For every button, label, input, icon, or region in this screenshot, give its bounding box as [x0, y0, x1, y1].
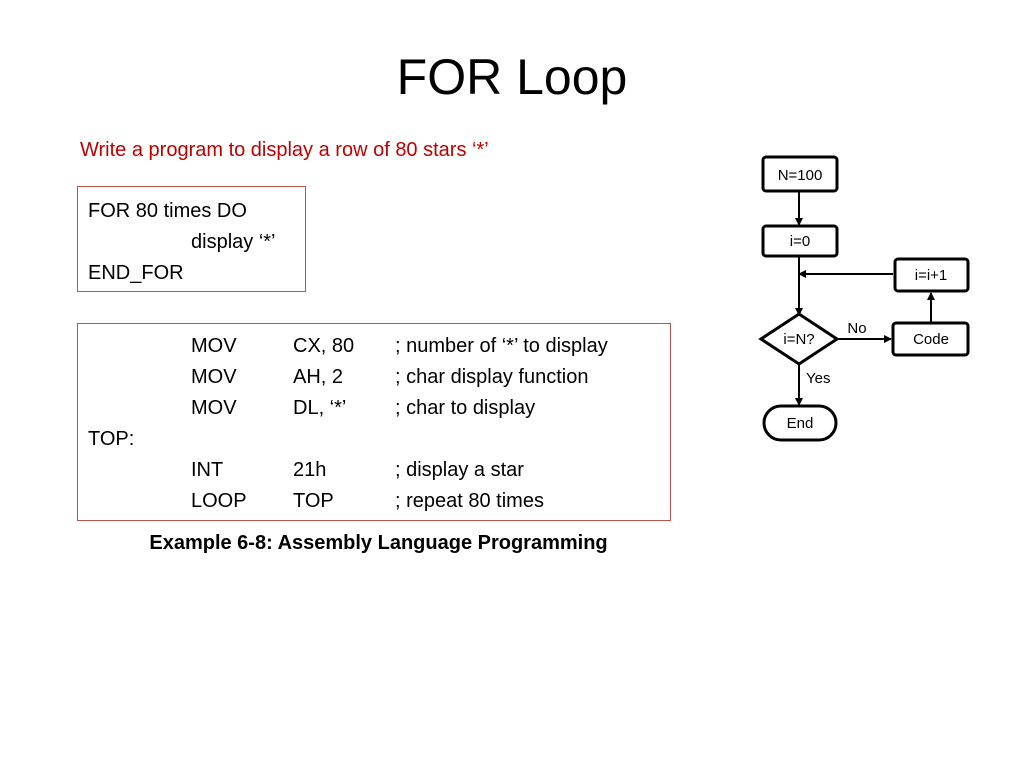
- for-loop-flowchart: N=100 i=0 i=i+1 i=N? No Yes Code End: [758, 155, 970, 442]
- pseudocode-box: FOR 80 times DO display ‘*’ END_FOR: [77, 186, 306, 292]
- increment-process-box: [893, 257, 970, 293]
- code-comment: ; char display function: [395, 366, 589, 388]
- code-label: TOP:: [88, 428, 135, 450]
- code-opcode: MOV: [191, 335, 237, 357]
- code-label: Code: [913, 331, 949, 348]
- init-process-box: [761, 155, 839, 193]
- code-opcode: MOV: [191, 397, 237, 419]
- code-opcode: LOOP: [191, 490, 247, 512]
- code-row: MOV AH, 2 ; char display function: [88, 362, 670, 393]
- example-caption: Example 6-8: Assembly Language Programmi…: [149, 532, 608, 554]
- no-branch-label: No: [847, 320, 866, 337]
- code-comment: ; display a star: [395, 459, 524, 481]
- flowchart-connectors: [795, 191, 935, 406]
- increment-label: i=i+1: [915, 267, 948, 284]
- code-operands: DL, ‘*’: [293, 397, 347, 419]
- end-terminator: [762, 404, 838, 442]
- code-row: MOV CX, 80 ; number of ‘*’ to display: [88, 331, 670, 362]
- code-operands: AH, 2: [293, 366, 344, 388]
- pseudocode-line: END_FOR: [88, 262, 184, 284]
- yes-branch-label: Yes: [806, 370, 830, 387]
- end-label: End: [787, 415, 814, 432]
- code-opcode: MOV: [191, 366, 237, 388]
- code-operands: TOP: [293, 490, 334, 512]
- code-operands: 21h: [293, 459, 327, 481]
- code-row: LOOP TOP ; repeat 80 times: [88, 486, 670, 517]
- code-row: MOV DL, ‘*’ ; char to display: [88, 393, 670, 424]
- slide-title: FOR Loop: [396, 49, 628, 105]
- pseudocode-line: display ‘*’: [191, 231, 276, 253]
- code-opcode: INT: [191, 459, 224, 481]
- decision-label: i=N?: [783, 331, 814, 348]
- flowchart-shapes: [758, 155, 970, 442]
- code-process-box: [891, 321, 970, 357]
- code-comment: ; char to display: [395, 397, 536, 419]
- counter-process-box: [761, 224, 839, 258]
- code-comment: ; repeat 80 times: [395, 490, 544, 512]
- assembly-code-box: MOV CX, 80 ; number of ‘*’ to display MO…: [77, 323, 671, 521]
- init-label: N=100: [778, 167, 823, 184]
- task-prompt: Write a program to display a row of 80 s…: [80, 139, 489, 161]
- decision-diamond: [758, 312, 840, 366]
- code-row: INT 21h ; display a star: [88, 455, 670, 486]
- pseudocode-line: FOR 80 times DO: [88, 200, 247, 222]
- code-operands: CX, 80: [293, 335, 355, 357]
- code-comment: ; number of ‘*’ to display: [395, 335, 608, 357]
- counter-label: i=0: [790, 233, 810, 250]
